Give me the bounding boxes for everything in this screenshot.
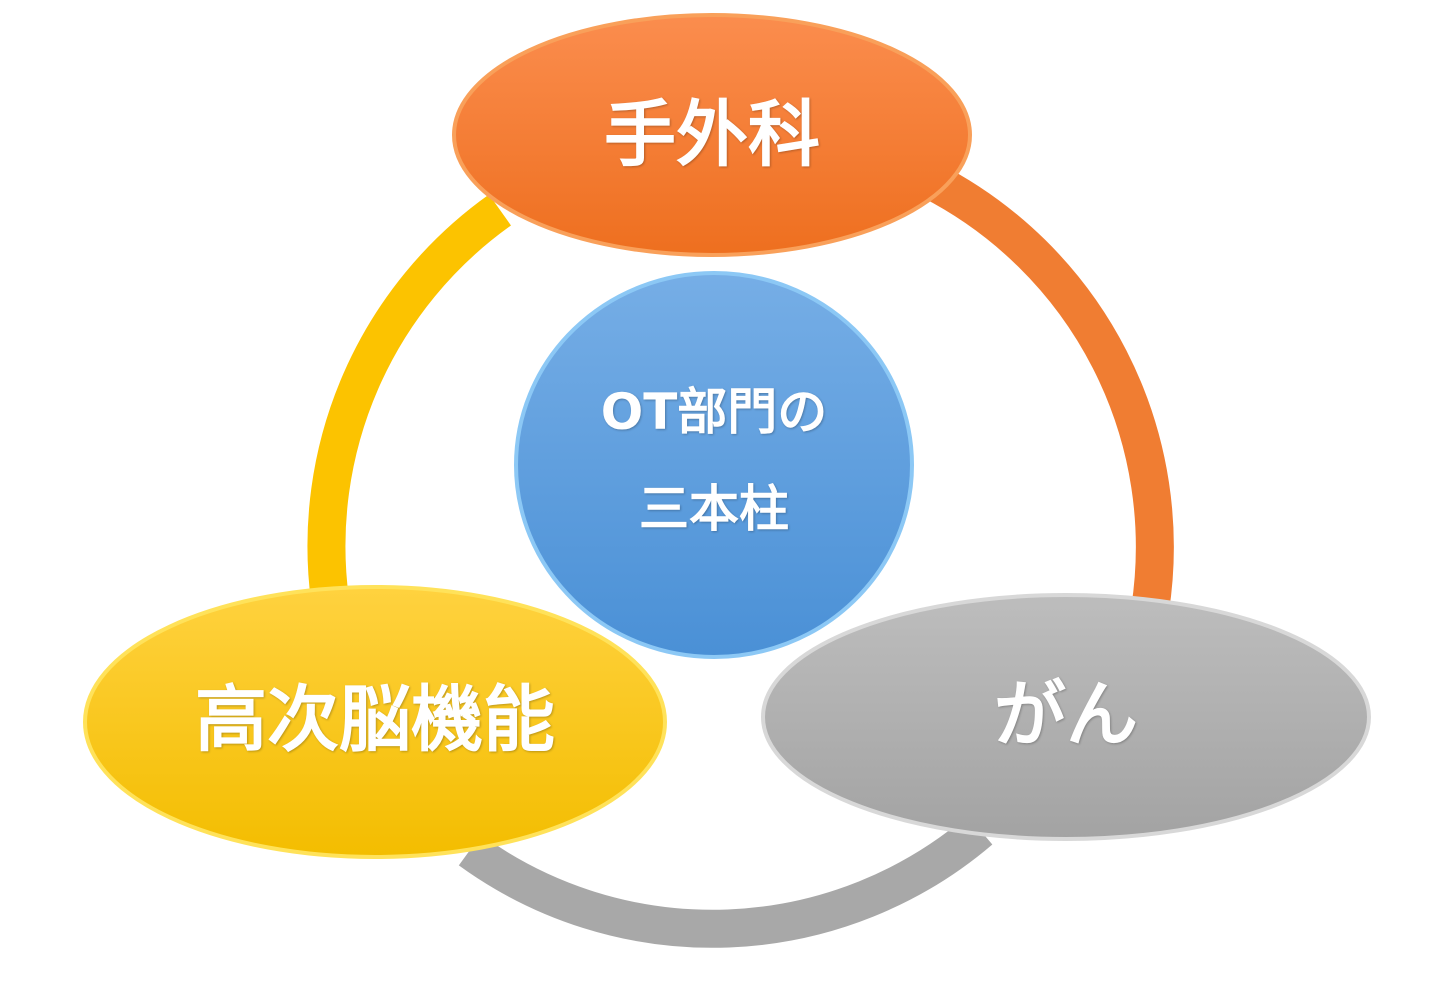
center-circle (514, 271, 914, 659)
center-label-line2: 三本柱 (639, 480, 789, 538)
pillar-brain-label: 高次脳機能 (194, 677, 556, 762)
ring-arc-orange (921, 163, 1174, 613)
pillar-brain-ellipse (83, 585, 667, 859)
pillar-hand-surgery-ellipse (452, 13, 972, 257)
pillar-cancer-ellipse (761, 593, 1371, 841)
ring-arc-gray (458, 815, 993, 948)
pillar-hand-surgery-label: 手外科 (603, 92, 821, 177)
ring-arc-yellow (307, 194, 512, 603)
pillar-cancer-label: がん (993, 672, 1139, 757)
center-label-line1: OT部門の (600, 383, 828, 441)
